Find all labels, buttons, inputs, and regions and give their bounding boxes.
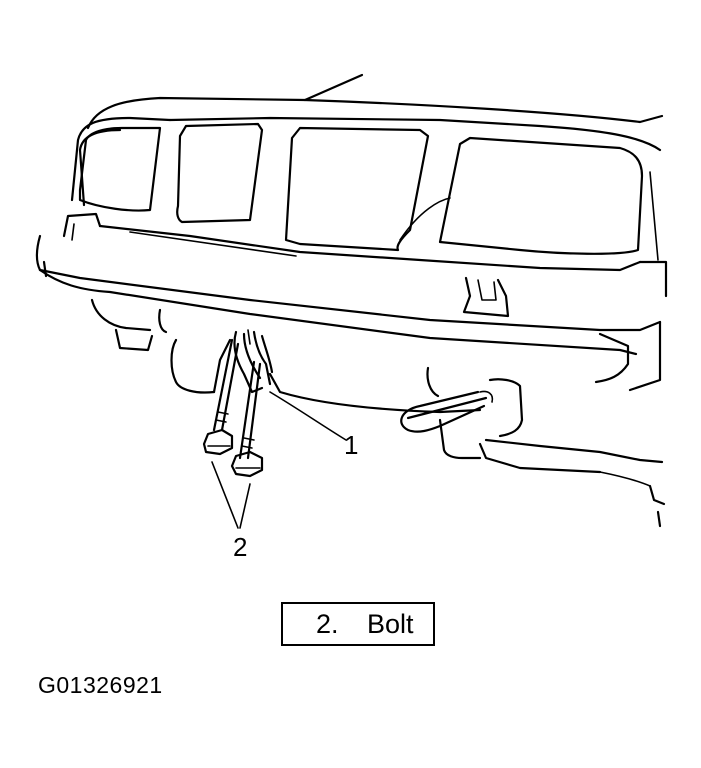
- callout-1-leader: [269, 391, 347, 441]
- bumper-center-bracket: [462, 276, 510, 318]
- bolt-left: [202, 338, 240, 456]
- figure-id: G01326921: [38, 672, 163, 698]
- bumper-upper-lip: [62, 212, 668, 298]
- callout-1-label: 1: [344, 430, 358, 460]
- callout-2-label: 2: [233, 532, 247, 562]
- bumper-lower-panel: [90, 298, 666, 528]
- tow-hook: [400, 390, 494, 433]
- grille-openings: [176, 122, 659, 261]
- left-headlamp: [78, 126, 162, 212]
- bolt-right: [230, 360, 264, 478]
- legend-box: 2. Bolt: [281, 602, 435, 646]
- bumper-face-bar: [35, 234, 662, 392]
- front-bumper-diagram: 1 2: [35, 73, 668, 562]
- legend-number: 2.: [316, 608, 339, 639]
- grille-surround: [70, 73, 664, 207]
- callout-2-leader: [211, 461, 251, 529]
- legend-label: Bolt: [367, 608, 414, 639]
- retainer-clip: [233, 329, 274, 394]
